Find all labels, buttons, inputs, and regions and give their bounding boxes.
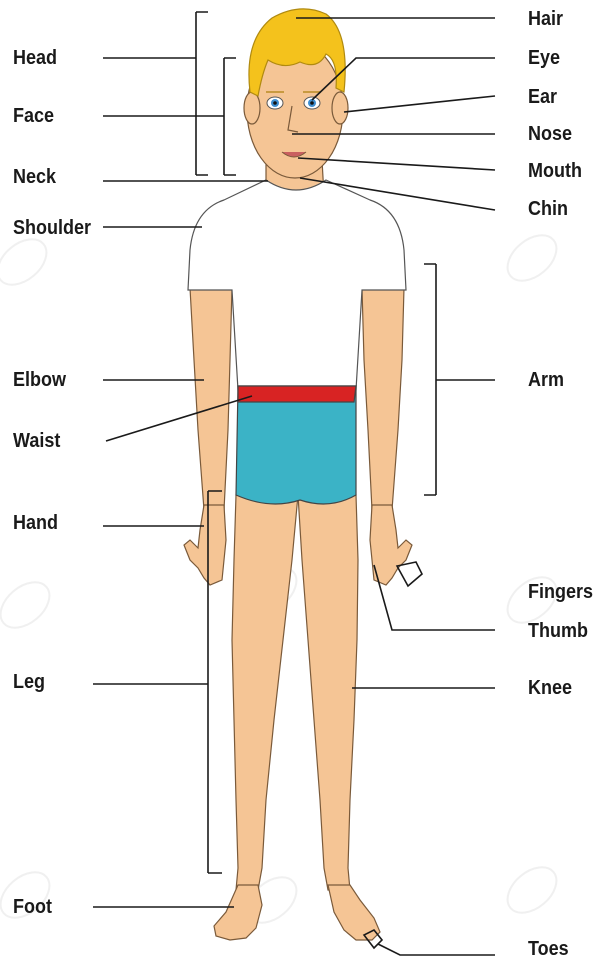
left-foot [214, 885, 262, 940]
label-foot: Foot [13, 896, 52, 918]
right-leg [298, 495, 358, 890]
label-fingers: Fingers [528, 581, 593, 603]
person [184, 9, 412, 940]
right-arm [362, 288, 404, 510]
label-mouth: Mouth [528, 160, 582, 182]
left-hand [184, 505, 226, 585]
label-waist: Waist [13, 430, 60, 452]
label-thumb: Thumb [528, 620, 588, 642]
left-leg [232, 495, 298, 890]
waistband [238, 386, 356, 402]
label-arm: Arm [528, 369, 564, 391]
label-chin: Chin [528, 198, 568, 220]
label-neck: Neck [13, 166, 56, 188]
label-elbow: Elbow [13, 369, 66, 391]
left-arm [190, 288, 232, 510]
label-head: Head [13, 47, 57, 69]
label-face: Face [13, 105, 54, 127]
left-ear [244, 92, 260, 124]
label-leg: Leg [13, 671, 45, 693]
right-ear [332, 92, 348, 124]
label-hand: Hand [13, 512, 58, 534]
label-shoulder: Shoulder [13, 217, 91, 239]
label-toes: Toes [528, 938, 569, 960]
shorts [236, 386, 356, 504]
label-nose: Nose [528, 123, 572, 145]
label-knee: Knee [528, 677, 572, 699]
label-ear: Ear [528, 86, 557, 108]
label-eye: Eye [528, 47, 560, 69]
label-hair: Hair [528, 8, 563, 30]
